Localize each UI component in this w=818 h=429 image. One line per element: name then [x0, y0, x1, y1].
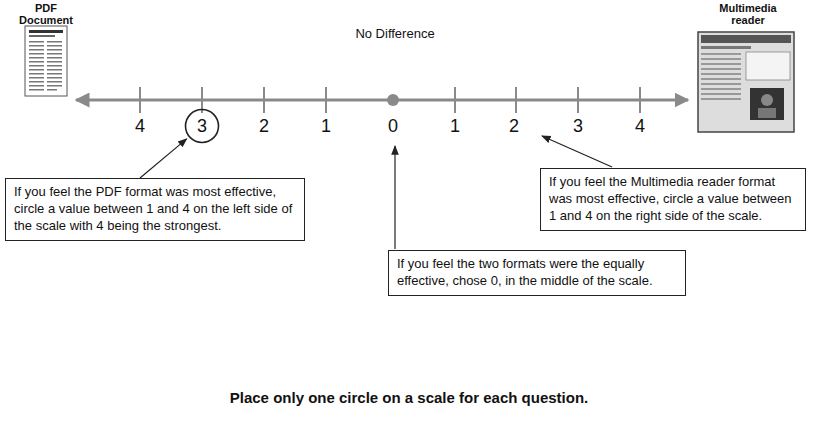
callout-arrow	[140, 139, 187, 178]
pdf-icon	[25, 26, 67, 96]
callout-text: If you feel the PDF format was most effe…	[14, 184, 296, 235]
scale-number: 2	[509, 116, 519, 136]
callout-box: If you feel the PDF format was most effe…	[5, 178, 305, 241]
callout-box: If you feel the Multimedia reader format…	[540, 168, 806, 231]
scale	[76, 87, 688, 113]
scale-number: 1	[450, 116, 460, 136]
callout-text: If you feel the Multimedia reader format…	[549, 174, 797, 225]
format-label: PDF Document	[11, 2, 81, 26]
scale-number: 3	[573, 116, 583, 136]
callout-text: If you feel the two formats were the equ…	[397, 256, 677, 290]
circled-number: 3	[184, 108, 220, 144]
leader-line	[542, 136, 612, 167]
scale-number: 4	[635, 116, 645, 136]
scale-number: 1	[321, 116, 331, 136]
callout-box: If you feel the two formats were the equ…	[388, 250, 686, 296]
reader-icon	[698, 32, 794, 132]
leader-line	[394, 146, 395, 249]
instruction-note: Place only one circle on a scale for eac…	[230, 389, 588, 406]
scale-number: 4	[135, 116, 145, 136]
format-label: Multimedia reader	[708, 2, 788, 26]
scale-number: 3	[197, 116, 207, 136]
scale-number: 0	[388, 116, 398, 136]
center-label: No Difference	[355, 26, 435, 41]
scale-number: 2	[259, 116, 269, 136]
center-dot	[387, 94, 399, 106]
